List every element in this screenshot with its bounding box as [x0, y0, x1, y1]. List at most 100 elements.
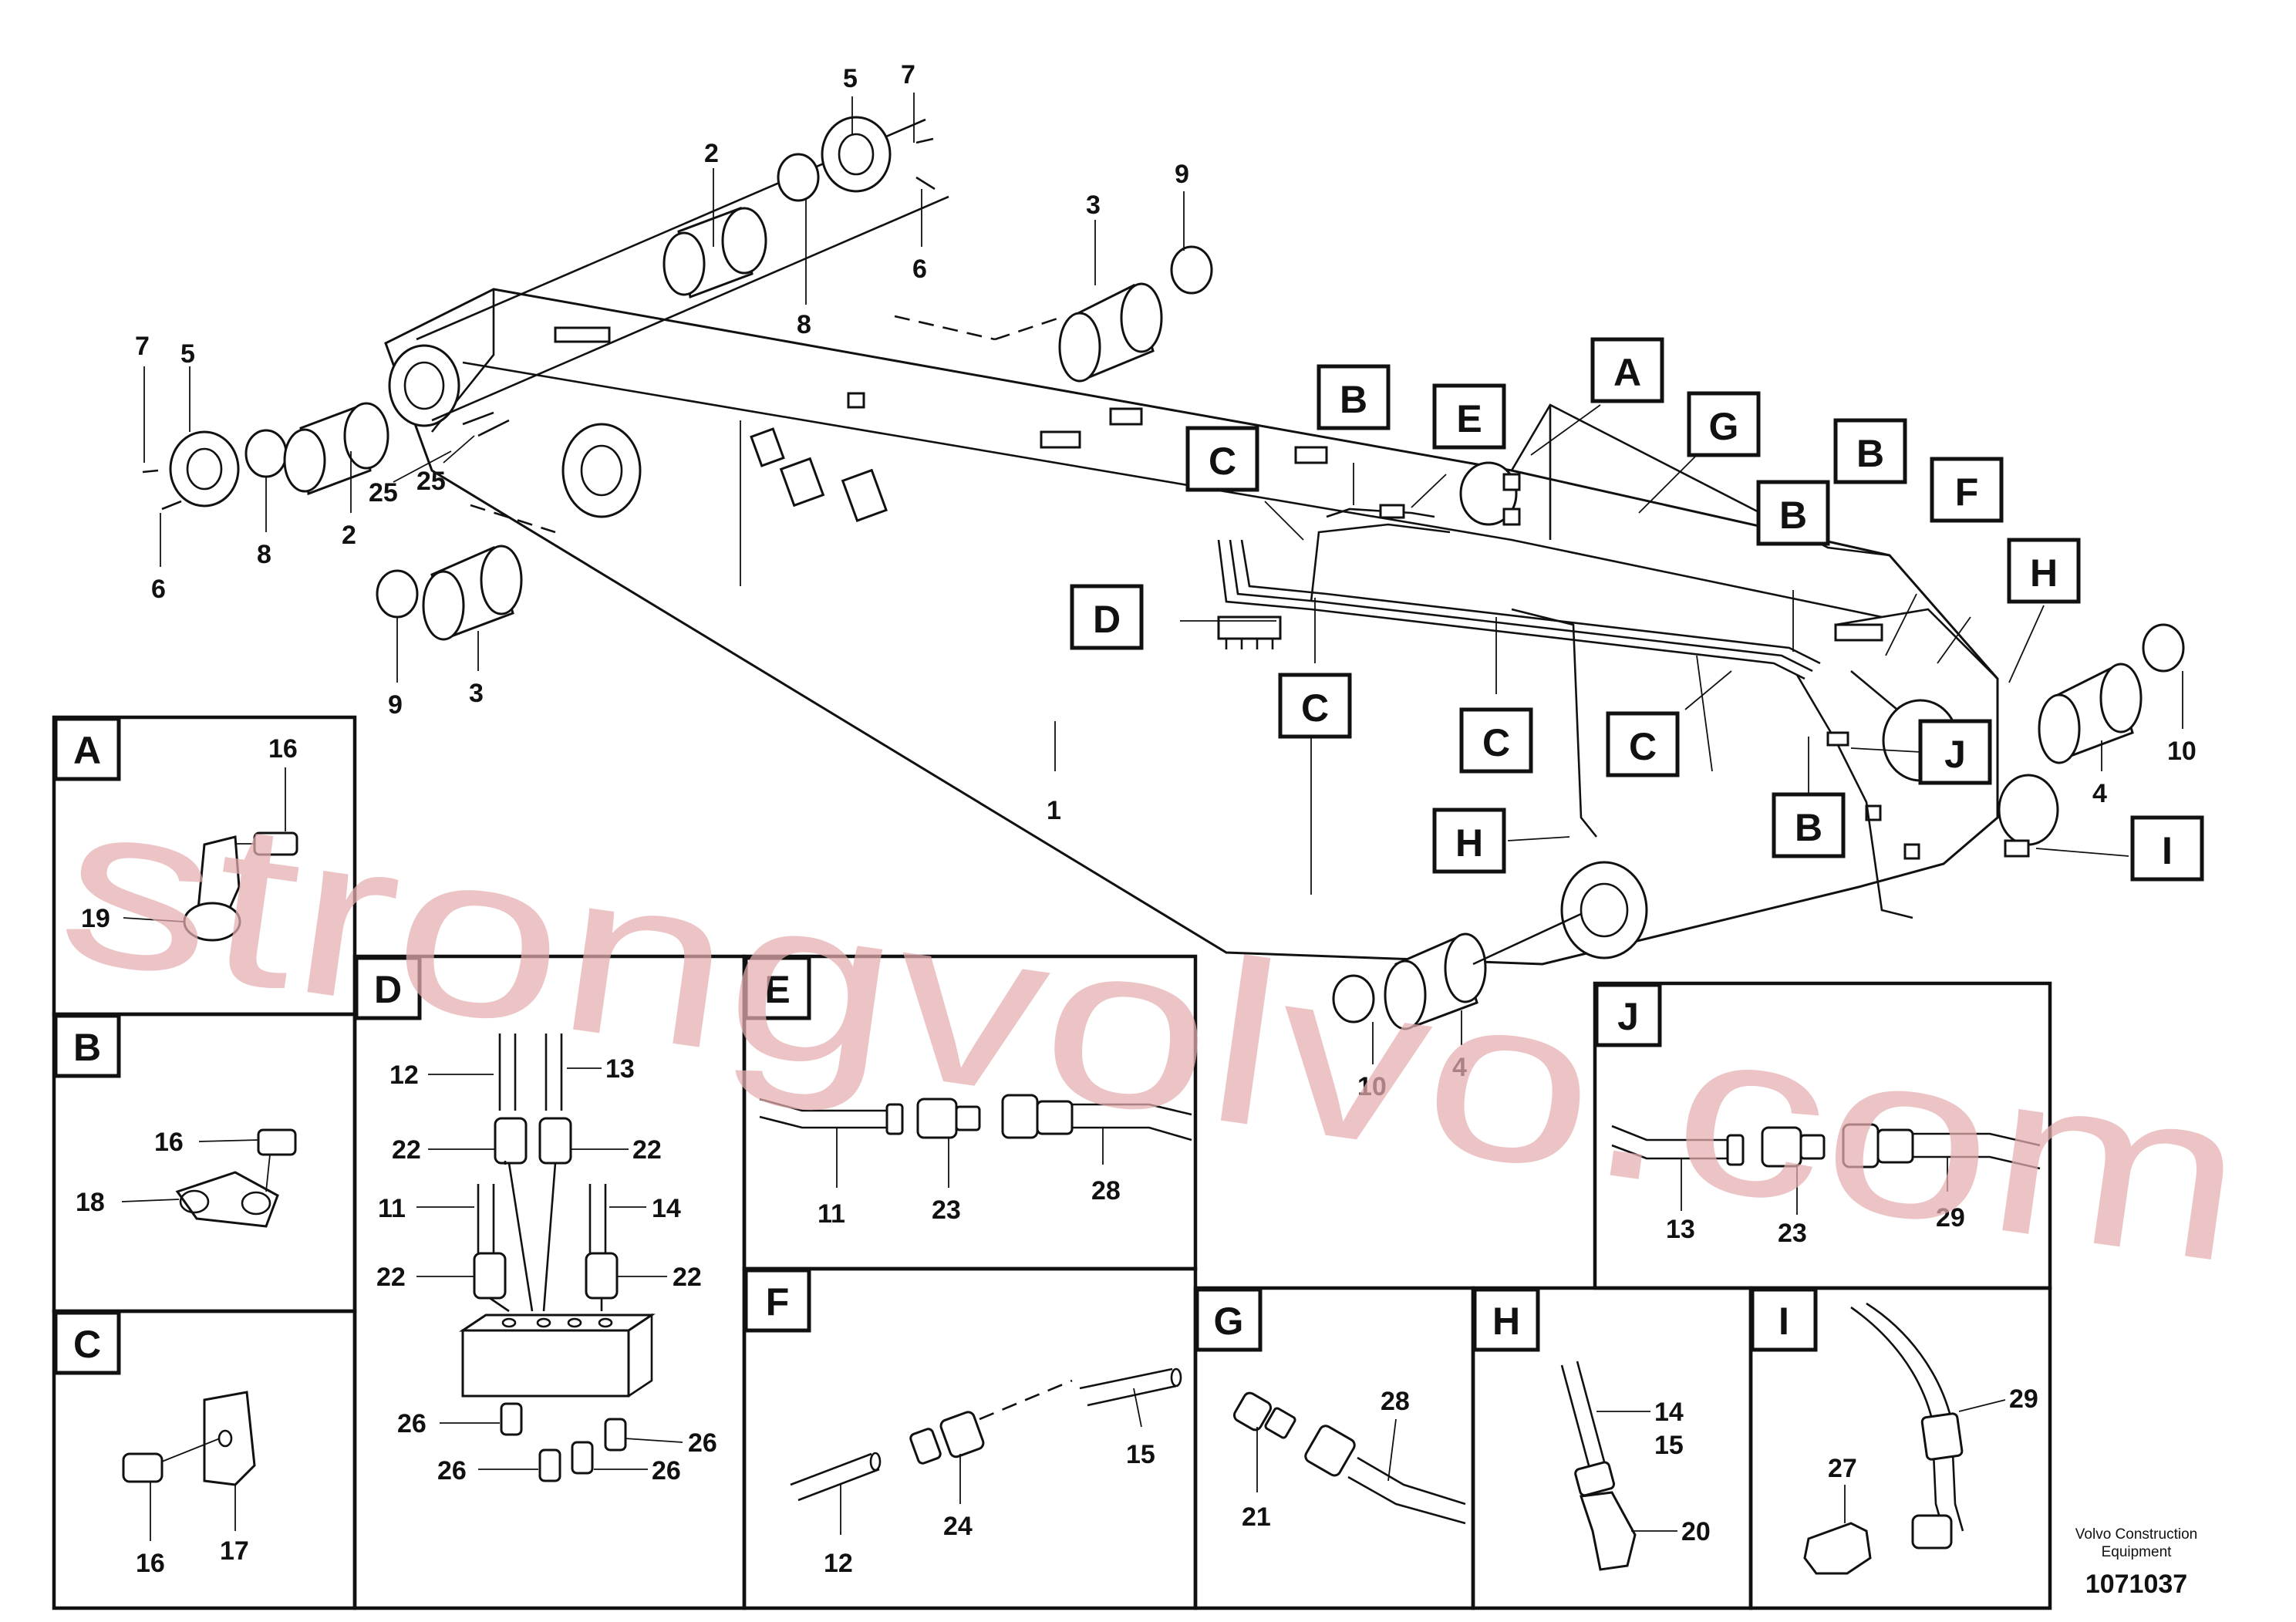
- callout-9: 9: [388, 690, 403, 720]
- panel-D-label-22: 22: [632, 1135, 662, 1165]
- panel-D-label-22: 22: [392, 1135, 421, 1165]
- panel-F-label-24: 24: [943, 1512, 973, 1541]
- detail-marker-B: B: [1795, 806, 1822, 849]
- panel-E-label-11: 11: [818, 1199, 845, 1229]
- callout-7: 7: [901, 60, 915, 89]
- panel-B-title: B: [73, 1026, 101, 1069]
- panel-F-title: F: [766, 1280, 790, 1324]
- boom-foot-pin-parts: [142, 116, 949, 511]
- panel-I: I 27 29: [1748, 1286, 2052, 1610]
- panel-E: E 11 23 28: [742, 954, 1198, 1271]
- boom-foot-bore: [388, 344, 460, 427]
- panel-F-label-12: 12: [824, 1549, 853, 1578]
- detail-markers: A G B E C B B F H D C C C J B H I: [1070, 337, 2204, 882]
- panel-J: J 13 23 29: [1593, 981, 2052, 1290]
- cylinder-bore: [561, 423, 642, 518]
- detail-marker-H: H: [1455, 821, 1483, 865]
- panel-F-label-15: 15: [1126, 1440, 1155, 1469]
- panel-J-title: J: [1617, 995, 1639, 1038]
- arm-pin-bore: [1560, 861, 1648, 959]
- panel-G-label-28: 28: [1381, 1387, 1410, 1416]
- panel-J-label-29: 29: [1936, 1203, 1965, 1233]
- detail-marker-C: C: [1301, 686, 1329, 730]
- panel-A: A 16 19: [52, 715, 357, 1017]
- panel-C-label-16: 16: [136, 1549, 165, 1578]
- callout-6: 6: [151, 575, 166, 604]
- panel-D-label-12: 12: [389, 1061, 419, 1090]
- panel-I-title: I: [1778, 1300, 1789, 1343]
- drawing-number: 1071037: [2085, 1570, 2187, 1599]
- panel-E-label-28: 28: [1091, 1176, 1121, 1206]
- callout-6: 6: [912, 255, 927, 284]
- callout-5: 5: [180, 339, 195, 369]
- detail-marker-B: B: [1856, 432, 1884, 475]
- callout-25: 25: [416, 467, 446, 496]
- panel-H-label-15: 15: [1654, 1431, 1684, 1460]
- panel-A-label-16: 16: [268, 734, 298, 764]
- panel-B-label-16: 16: [154, 1128, 184, 1157]
- callout-25: 25: [369, 478, 398, 508]
- callout-4: 4: [1452, 1053, 1467, 1082]
- callout-9: 9: [1175, 160, 1189, 189]
- detail-marker-C: C: [1629, 725, 1657, 768]
- panel-H-title: H: [1492, 1300, 1520, 1343]
- manufacturer-line-2: Equipment: [2102, 1544, 2173, 1560]
- panel-F: F 12 24 15: [742, 1266, 1198, 1610]
- panel-D-title: D: [374, 968, 402, 1011]
- detail-marker-C: C: [1209, 440, 1236, 483]
- panel-G-label-21: 21: [1242, 1502, 1271, 1532]
- callout-7: 7: [135, 332, 150, 361]
- detail-marker-E: E: [1456, 397, 1482, 440]
- detail-marker-C: C: [1482, 721, 1510, 764]
- callout-5: 5: [843, 64, 858, 93]
- detail-marker-A: A: [1613, 351, 1641, 394]
- panel-E-label-23: 23: [932, 1195, 961, 1225]
- panel-G-title: G: [1214, 1300, 1244, 1343]
- panel-D-label-26: 26: [652, 1456, 681, 1485]
- panel-D: D 12 13 22 22 11 14: [352, 954, 747, 1610]
- panel-A-title: A: [73, 729, 101, 772]
- callout-8: 8: [797, 310, 811, 339]
- detail-marker-B: B: [1779, 494, 1807, 537]
- detail-marker-I: I: [2162, 829, 2173, 872]
- panel-D-label-13: 13: [605, 1054, 635, 1084]
- callout-3: 3: [469, 679, 484, 708]
- panel-H-label-20: 20: [1681, 1517, 1711, 1546]
- panel-D-label-26: 26: [688, 1428, 717, 1458]
- panel-C-label-17: 17: [220, 1536, 249, 1566]
- panel-E-title: E: [764, 968, 790, 1011]
- panel-D-label-26: 26: [397, 1409, 426, 1438]
- panel-J-label-13: 13: [1666, 1215, 1695, 1244]
- detail-marker-D: D: [1093, 598, 1121, 641]
- panel-G: G 21 28: [1193, 1286, 1475, 1610]
- callout-10: 10: [1357, 1072, 1387, 1101]
- panel-H-label-14: 14: [1654, 1398, 1684, 1427]
- detail-marker-H: H: [2030, 551, 2058, 595]
- detail-marker-B: B: [1340, 378, 1367, 421]
- detail-marker-G: G: [1709, 405, 1739, 448]
- panel-D-label-22: 22: [673, 1263, 702, 1292]
- panel-D-label-14: 14: [652, 1194, 681, 1223]
- callout-3: 3: [1086, 191, 1101, 220]
- main-callouts: 1 2 2 3 3 4 4 5 5 6 6 7 7 8 8 9 9 10 10 …: [135, 60, 2197, 1101]
- panel-D-label-11: 11: [378, 1194, 406, 1223]
- callout-1: 1: [1047, 796, 1061, 825]
- panel-C: C 16 17: [52, 1309, 357, 1610]
- callout-2: 2: [342, 521, 356, 550]
- panel-I-label-27: 27: [1828, 1454, 1857, 1483]
- callout-4: 4: [2092, 779, 2107, 808]
- callout-8: 8: [257, 540, 271, 569]
- footer-block: Volvo Construction Equipment 1071037: [2075, 1526, 2197, 1599]
- panel-C-title: C: [73, 1323, 101, 1366]
- pin-bushings: [376, 245, 2185, 1030]
- panel-B-label-18: 18: [76, 1188, 105, 1217]
- detail-marker-J: J: [1944, 733, 1966, 776]
- panel-H: H 14 15 20: [1471, 1286, 1753, 1610]
- panel-I-label-29: 29: [2009, 1384, 2038, 1414]
- panel-B: B 16 18: [52, 1012, 357, 1313]
- panel-D-label-22: 22: [376, 1263, 406, 1292]
- callout-2: 2: [704, 139, 719, 168]
- detail-marker-F: F: [1955, 470, 1979, 514]
- callout-10: 10: [2167, 737, 2197, 766]
